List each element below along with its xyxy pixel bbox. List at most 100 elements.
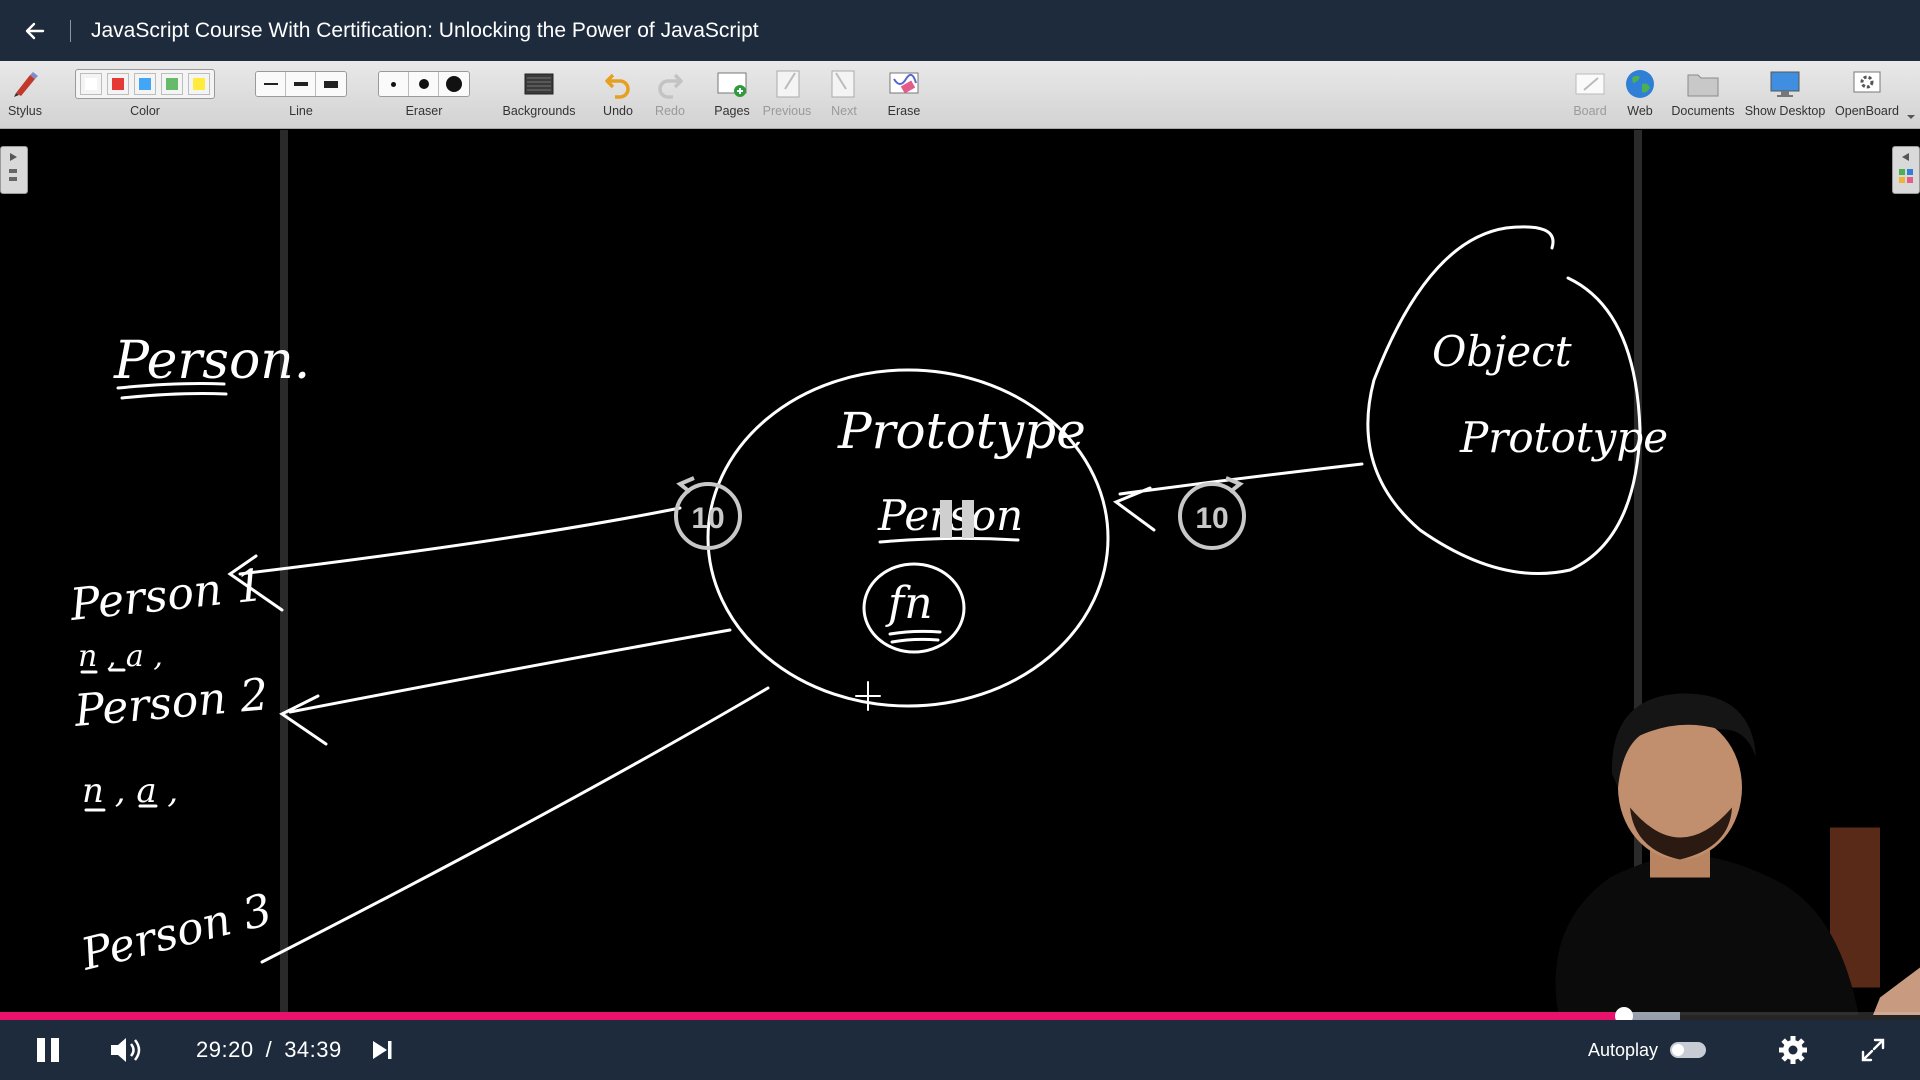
board-button[interactable]: Board <box>1570 67 1610 118</box>
documents-label: Documents <box>1671 104 1735 118</box>
line-thin-button[interactable] <box>256 72 286 96</box>
video-progress-bar[interactable] <box>0 1007 1920 1025</box>
play-small-icon <box>9 153 17 181</box>
person2-props: n , a , <box>82 771 178 811</box>
forward-10-label: 10 <box>1195 502 1228 535</box>
forward-10-button[interactable]: 10 <box>1178 476 1246 550</box>
gear-icon <box>1779 1036 1807 1064</box>
arrow-to-person1 <box>227 506 682 612</box>
color-swatch-blue[interactable] <box>134 73 156 95</box>
openboard-label: OpenBoard <box>1835 104 1899 118</box>
autoplay-toggle[interactable] <box>1670 1042 1706 1058</box>
erase-icon <box>889 72 919 94</box>
circle-fn: fn <box>885 578 933 629</box>
presenter-hand <box>1873 967 1920 1015</box>
volume-button[interactable] <box>96 1020 156 1080</box>
circle-sub-underline <box>878 536 1020 544</box>
color-swatch-red[interactable] <box>107 73 129 95</box>
pages-label: Pages <box>714 104 750 118</box>
redo-label: Redo <box>655 104 685 118</box>
undo-label: Undo <box>603 104 633 118</box>
previous-page-label: Previous <box>762 104 812 118</box>
person1-label: Person 1 <box>67 560 266 631</box>
page-title: JavaScript Course With Certification: Un… <box>91 18 759 42</box>
dropdown-arrow-icon[interactable] <box>1906 113 1916 121</box>
arrow-left-icon <box>25 22 45 39</box>
color-tool: Color <box>60 67 230 118</box>
person3-label: Person 3 <box>75 884 277 981</box>
settings-button[interactable] <box>1768 1020 1818 1080</box>
color-palette <box>75 69 215 99</box>
stylus-tool[interactable]: Stylus <box>6 67 44 118</box>
color-swatch-green[interactable] <box>161 73 183 95</box>
pause-button[interactable] <box>0 1020 96 1080</box>
next-video-button[interactable] <box>352 1020 412 1080</box>
time-separator: / <box>265 1037 273 1062</box>
prototype-circle <box>706 368 1110 708</box>
web-button[interactable]: Web <box>1622 67 1658 118</box>
library-icon <box>1899 153 1913 183</box>
openboard-toolbar: Stylus Color L <box>0 61 1920 129</box>
presenter-face <box>1618 715 1742 860</box>
title-bar: JavaScript Course With Certification: Un… <box>0 0 1920 61</box>
board-icon <box>1575 73 1605 95</box>
eraser-label: Eraser <box>405 104 443 118</box>
line-label: Line <box>289 104 313 118</box>
volume-icon <box>111 1038 141 1062</box>
presenter-webcam <box>1555 693 1920 1015</box>
color-swatch-white[interactable] <box>80 73 102 95</box>
pause-icon <box>37 1038 59 1062</box>
circle-title: Prototype <box>837 402 1086 460</box>
eraser-large-button[interactable] <box>439 72 469 96</box>
color-swatch-yellow[interactable] <box>188 73 210 95</box>
p2-props-underline <box>84 804 158 812</box>
center-pause-button[interactable] <box>940 500 974 538</box>
color-label: Color <box>130 104 160 118</box>
object-line1: Object <box>1432 327 1572 376</box>
total-time: 34:39 <box>284 1037 342 1062</box>
gear-board-icon <box>1853 71 1881 93</box>
show-desktop-label: Show Desktop <box>1744 104 1826 118</box>
openboard-menu-button[interactable]: OpenBoard <box>1834 67 1900 118</box>
next-page-label: Next <box>831 104 857 118</box>
undo-button[interactable]: Undo <box>598 67 638 118</box>
p1-props-underline <box>80 668 126 674</box>
stylus-label: Stylus <box>7 104 43 118</box>
back-button[interactable] <box>0 0 70 61</box>
next-page-icon <box>831 70 855 98</box>
undo-icon <box>605 73 630 99</box>
presenter-beard <box>1630 807 1732 860</box>
left-panel-handle[interactable] <box>0 146 28 194</box>
player-controls: 29:20 / 34:39 Autoplay <box>0 1020 1920 1080</box>
current-time: 29:20 <box>196 1037 254 1062</box>
redo-button[interactable]: Redo <box>650 67 690 118</box>
board-label: Board <box>1573 104 1607 118</box>
line-thick-button[interactable] <box>316 72 346 96</box>
erase-button[interactable]: Erase <box>884 67 924 118</box>
backgrounds-button[interactable]: Backgrounds <box>500 67 578 118</box>
documents-button[interactable]: Documents <box>1670 67 1736 118</box>
eraser-medium-button[interactable] <box>409 72 439 96</box>
person-title-underline <box>116 382 228 400</box>
object-prototype-circle <box>1366 225 1642 576</box>
autoplay-label: Autoplay <box>1587 1039 1658 1060</box>
right-panel-handle[interactable] <box>1892 146 1920 194</box>
redo-icon <box>658 73 683 99</box>
previous-page-button[interactable]: Previous <box>760 67 814 118</box>
pages-button[interactable]: Pages <box>710 67 754 118</box>
board-divider-left <box>280 130 288 1015</box>
line-medium-button[interactable] <box>286 72 316 96</box>
eraser-tool: Eraser <box>373 67 475 118</box>
backgrounds-icon <box>524 73 554 95</box>
fullscreen-button[interactable] <box>1848 1020 1898 1080</box>
whiteboard-canvas: Person. Prototype Person fn Object Proto… <box>0 130 1920 1015</box>
rewind-10-button[interactable]: 10 <box>674 476 742 550</box>
rewind-10-label: 10 <box>691 502 724 535</box>
next-page-button[interactable]: Next <box>824 67 864 118</box>
line-to-person3 <box>260 686 770 964</box>
autoplay-control: Autoplay <box>1588 1040 1706 1061</box>
show-desktop-button[interactable]: Show Desktop <box>1744 67 1826 118</box>
eraser-small-button[interactable] <box>379 72 409 96</box>
presenter-shirt <box>1555 853 1859 1015</box>
